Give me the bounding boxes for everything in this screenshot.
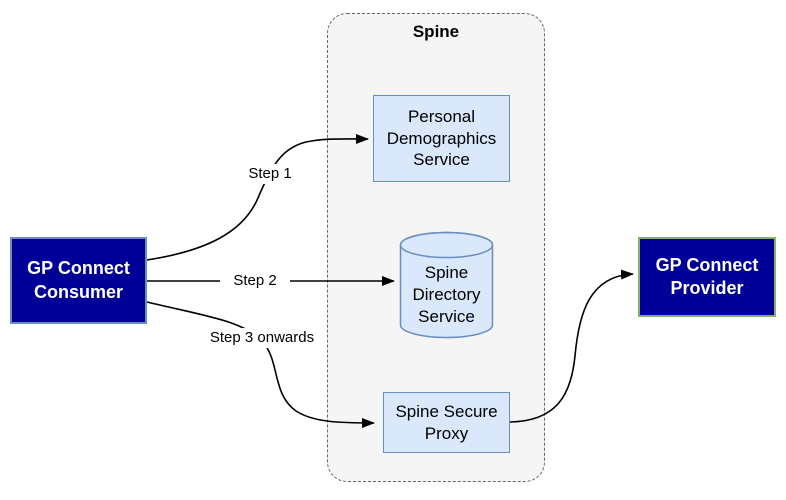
node-gp-connect-consumer: GP Connect Consumer <box>10 237 147 324</box>
database-cylinder-icon <box>399 231 494 339</box>
node-spine-directory-service: Spine Directory Service <box>399 231 494 339</box>
node-gp-connect-provider: GP Connect Provider <box>638 237 776 317</box>
node-gp-connect-consumer-label: GP Connect Consumer <box>27 258 130 302</box>
node-personal-demographics-service-label: Personal Demographics Service <box>386 106 497 170</box>
edge-label-step3: Step 3 onwards <box>202 328 322 348</box>
spine-group-title: Spine <box>412 22 460 41</box>
node-personal-demographics-service: Personal Demographics Service <box>373 95 510 182</box>
node-spine-directory-service-label: Spine Directory Service <box>412 263 481 326</box>
node-gp-connect-provider-label: GP Connect Provider <box>655 254 759 298</box>
node-spine-secure-proxy-label: Spine Secure Proxy <box>395 401 498 443</box>
edge-label-step2: Step 2 <box>220 271 290 291</box>
edge-label-step1: Step 1 <box>235 164 305 184</box>
node-spine-secure-proxy: Spine Secure Proxy <box>383 392 510 453</box>
